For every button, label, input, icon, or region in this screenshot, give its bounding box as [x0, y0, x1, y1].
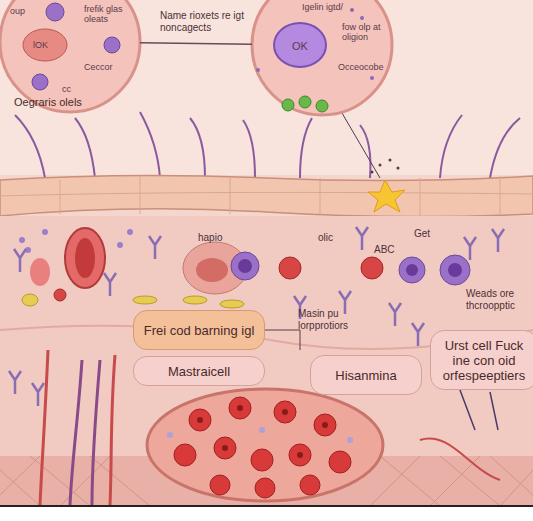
node-heading: Oegraris olels: [14, 96, 124, 108]
cell-label: lOK: [33, 40, 63, 50]
annotation-label: Name rioxets re igt noncagects: [160, 10, 260, 34]
circle-outline: [250, 0, 400, 118]
cell-label: fow olp at oligion: [342, 22, 396, 42]
box-text: Urst cell Fuck ine con oid orfespeeptier…: [439, 338, 529, 383]
box-text: Hisanmina: [335, 368, 396, 383]
label-box: Urst cell Fuck ine con oid orfespeeptier…: [430, 330, 533, 390]
circle-shape: [252, 0, 392, 115]
box-text: Mastraicell: [168, 364, 230, 379]
node-heading: Igelin igtd/: [302, 2, 372, 12]
cell-label: oup: [10, 6, 50, 16]
label-box: Hisanmina: [310, 355, 422, 395]
label-box: Frei cod barning igl: [133, 310, 265, 350]
annotation-label: Get: [414, 228, 444, 240]
annotation-label: Masin pu lorpprotiors: [298, 308, 388, 332]
cell-label: cc: [62, 84, 92, 94]
cell-label: OK: [292, 40, 322, 52]
cell-label: frefik glas oleats: [84, 4, 132, 24]
cell-circle: Oegraris olels oup lOK frefik glas oleatsCe…: [0, 0, 150, 118]
cell-circle: Igelin igtd/OK fow olp at oligionOcceocob…: [250, 0, 400, 118]
annotation-label: Weads ore thcroopptic: [466, 288, 533, 312]
circle-shape: [0, 0, 140, 112]
box-text: Frei cod barning igl: [144, 323, 255, 338]
annotation-label: hapio: [198, 232, 238, 244]
cell-label: Occeocobe: [338, 62, 396, 72]
cell-label: Ceccor: [84, 62, 134, 72]
annotation-label: ABC: [374, 244, 404, 256]
annotation-label: olic: [318, 232, 348, 244]
connector-line: [140, 43, 252, 44]
label-box: Mastraicell: [133, 356, 265, 386]
